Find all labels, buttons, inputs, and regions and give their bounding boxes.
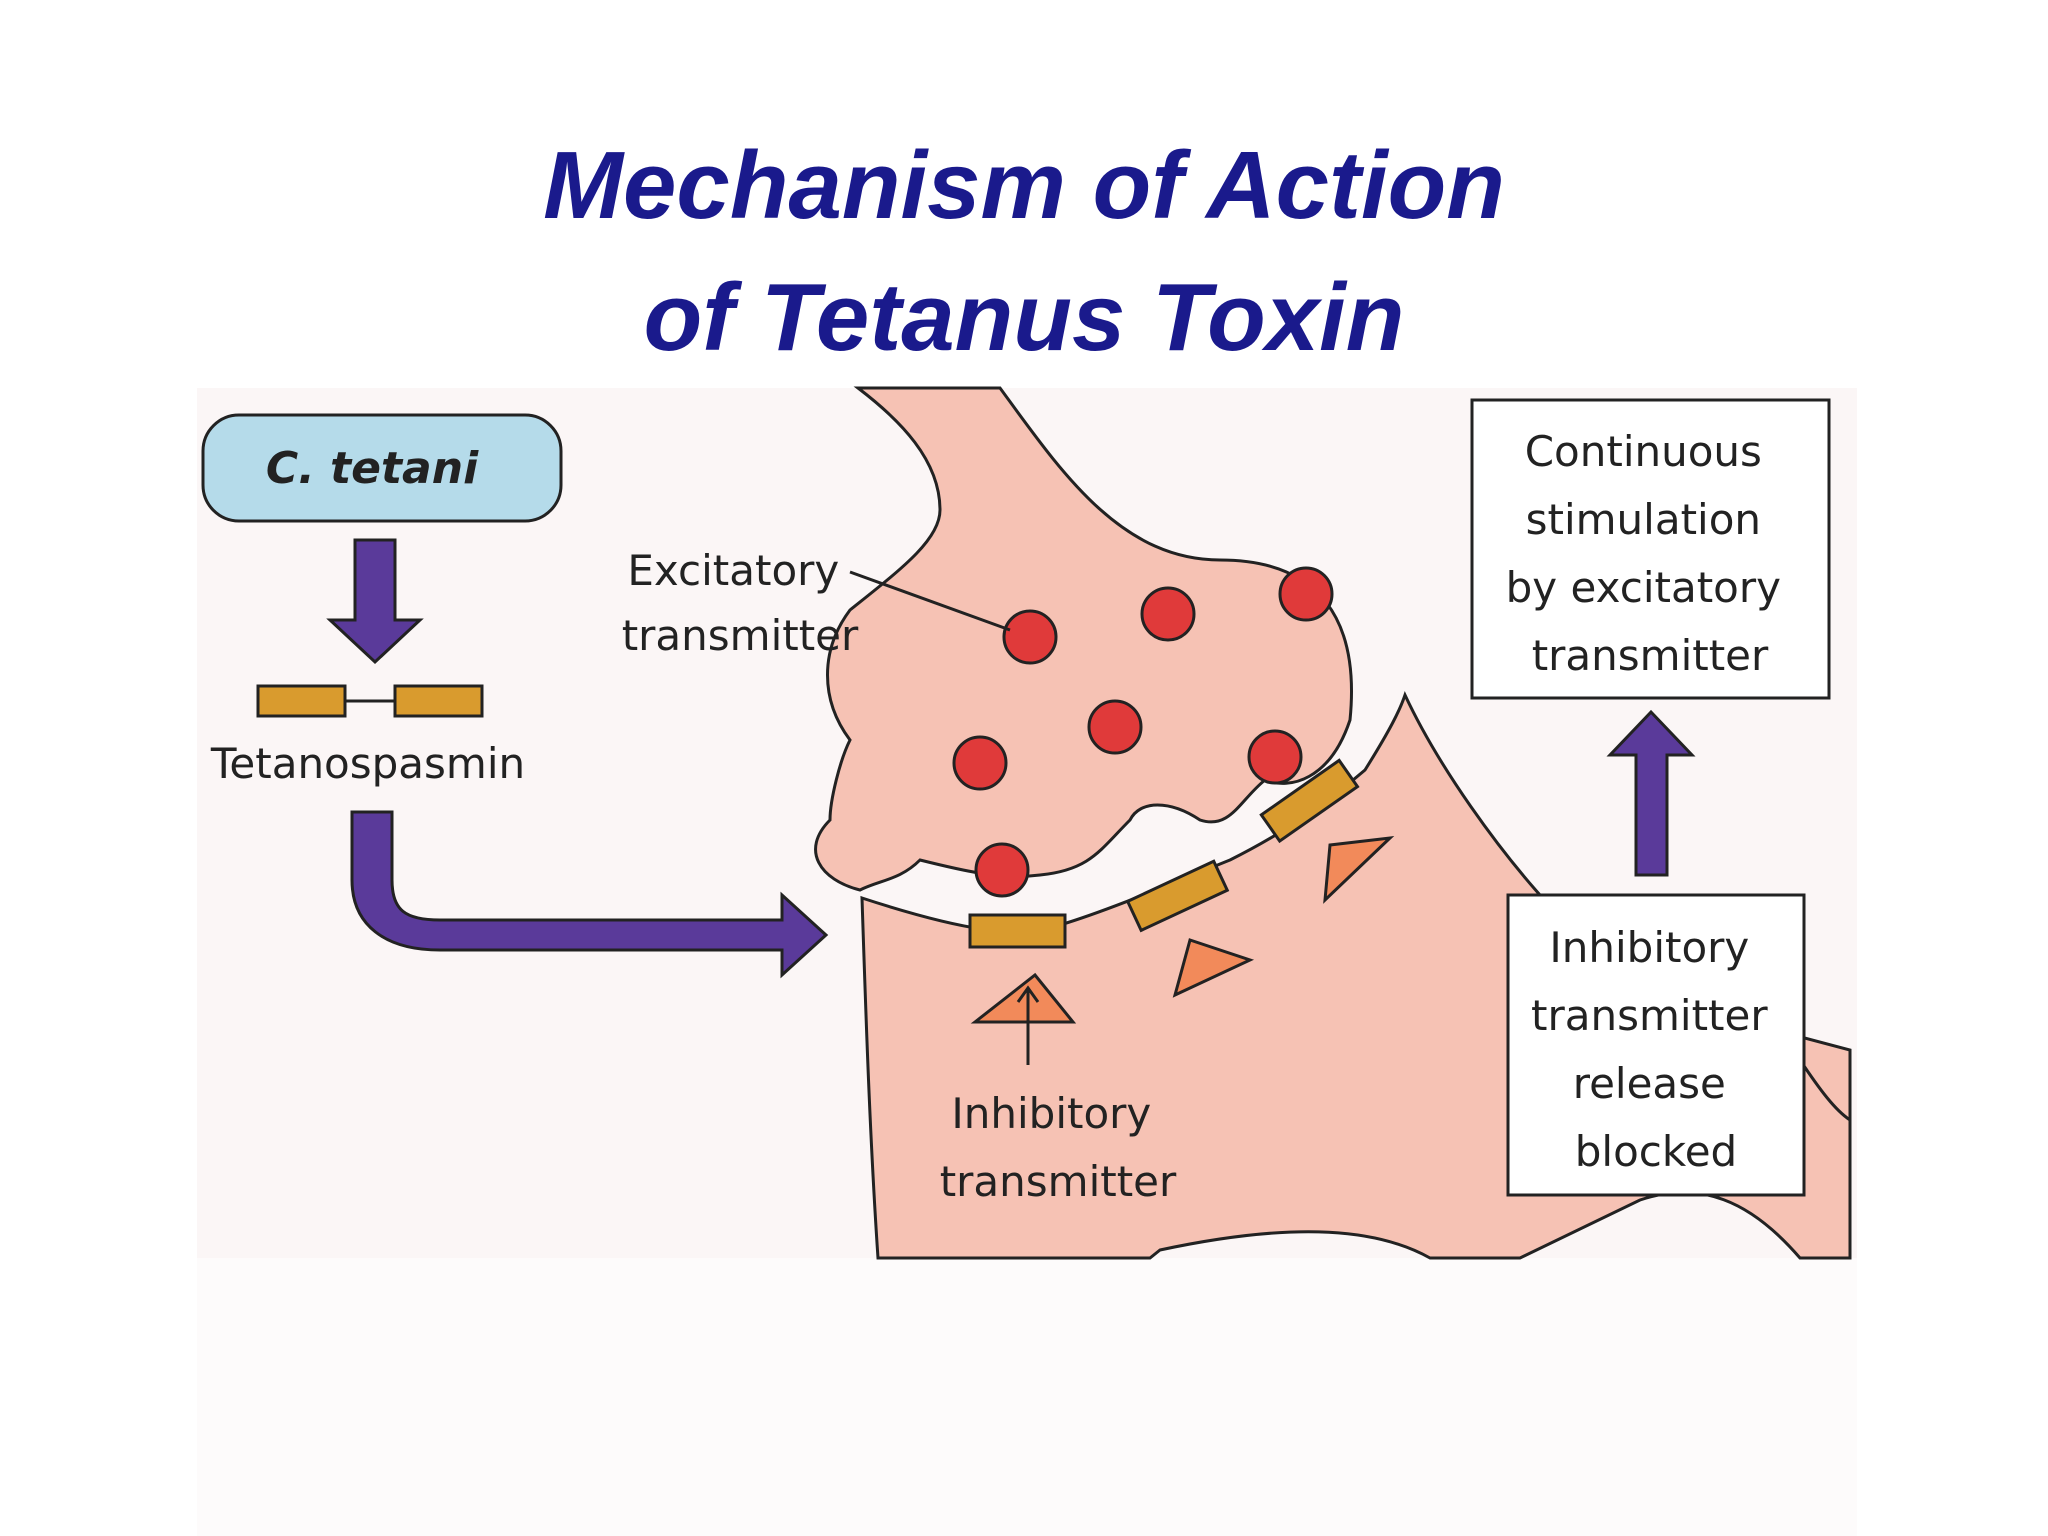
continuous-stimulation-box — [1470, 398, 1831, 700]
vesicle — [1247, 729, 1303, 785]
excitatory-label-line-2: transmitter — [622, 611, 859, 660]
down-arrow-icon — [326, 538, 424, 665]
inhibitory-pointer-arrow — [1016, 985, 1040, 1065]
blocked-line-3: release — [1573, 1059, 1726, 1108]
blocked-line-1: Inhibitory — [1549, 923, 1749, 972]
release-blocked-text: Inhibitory transmitter release blocked — [1531, 923, 1781, 1176]
vesicle — [974, 842, 1030, 898]
lower-panel — [197, 1258, 1857, 1536]
inhibitory-label-line-1: Inhibitory — [951, 1089, 1151, 1138]
slide-title: Mechanism of Action of Tetanus Toxin — [0, 120, 2048, 384]
result-line-4: transmitter — [1532, 631, 1769, 680]
toxin-molecule — [968, 913, 1067, 949]
toxin-molecule — [1259, 758, 1360, 844]
result-line-2: stimulation — [1526, 495, 1761, 544]
toxin-molecule — [1125, 859, 1230, 933]
bound-toxin-molecules — [968, 758, 1360, 949]
inhibitory-triangle — [1323, 835, 1395, 904]
vesicle — [1002, 609, 1058, 665]
vesicle — [952, 735, 1008, 791]
inhibitory-triangle — [1172, 938, 1255, 998]
vesicle — [1278, 566, 1334, 622]
c-tetani-label: C. tetani — [266, 443, 479, 494]
title-line-1: Mechanism of Action — [543, 132, 1505, 239]
curved-arrow-icon — [350, 810, 829, 979]
blocked-line-4: blocked — [1575, 1127, 1737, 1176]
excitatory-vesicles — [952, 566, 1334, 898]
excitatory-label-line-1: Excitatory — [627, 546, 839, 595]
inhibitory-label: Inhibitory transmitter — [940, 1089, 1177, 1206]
vesicle — [1140, 586, 1196, 642]
up-arrow-icon — [1606, 709, 1696, 877]
title-line-2: of Tetanus Toxin — [643, 264, 1405, 371]
blocked-line-2: transmitter — [1531, 991, 1768, 1040]
result-line-3: by excitatory — [1506, 563, 1781, 612]
release-blocked-box — [1506, 893, 1806, 1197]
inhibitory-triangle — [970, 972, 1077, 1024]
continuous-stimulation-text: Continuous stimulation by excitatory tra… — [1506, 427, 1795, 680]
tetanospasmin-molecule — [256, 684, 484, 718]
excitatory-label: Excitatory transmitter — [622, 546, 859, 660]
c-tetani-box — [201, 413, 563, 523]
excitatory-pointer-line — [849, 570, 1011, 632]
inhibitory-transmitter-triangles — [970, 835, 1395, 1024]
vesicle — [1087, 699, 1143, 755]
tetanospasmin-label: Tetanospasmin — [210, 739, 525, 788]
inhibitory-label-line-2: transmitter — [940, 1157, 1177, 1206]
result-line-1: Continuous — [1525, 427, 1762, 476]
